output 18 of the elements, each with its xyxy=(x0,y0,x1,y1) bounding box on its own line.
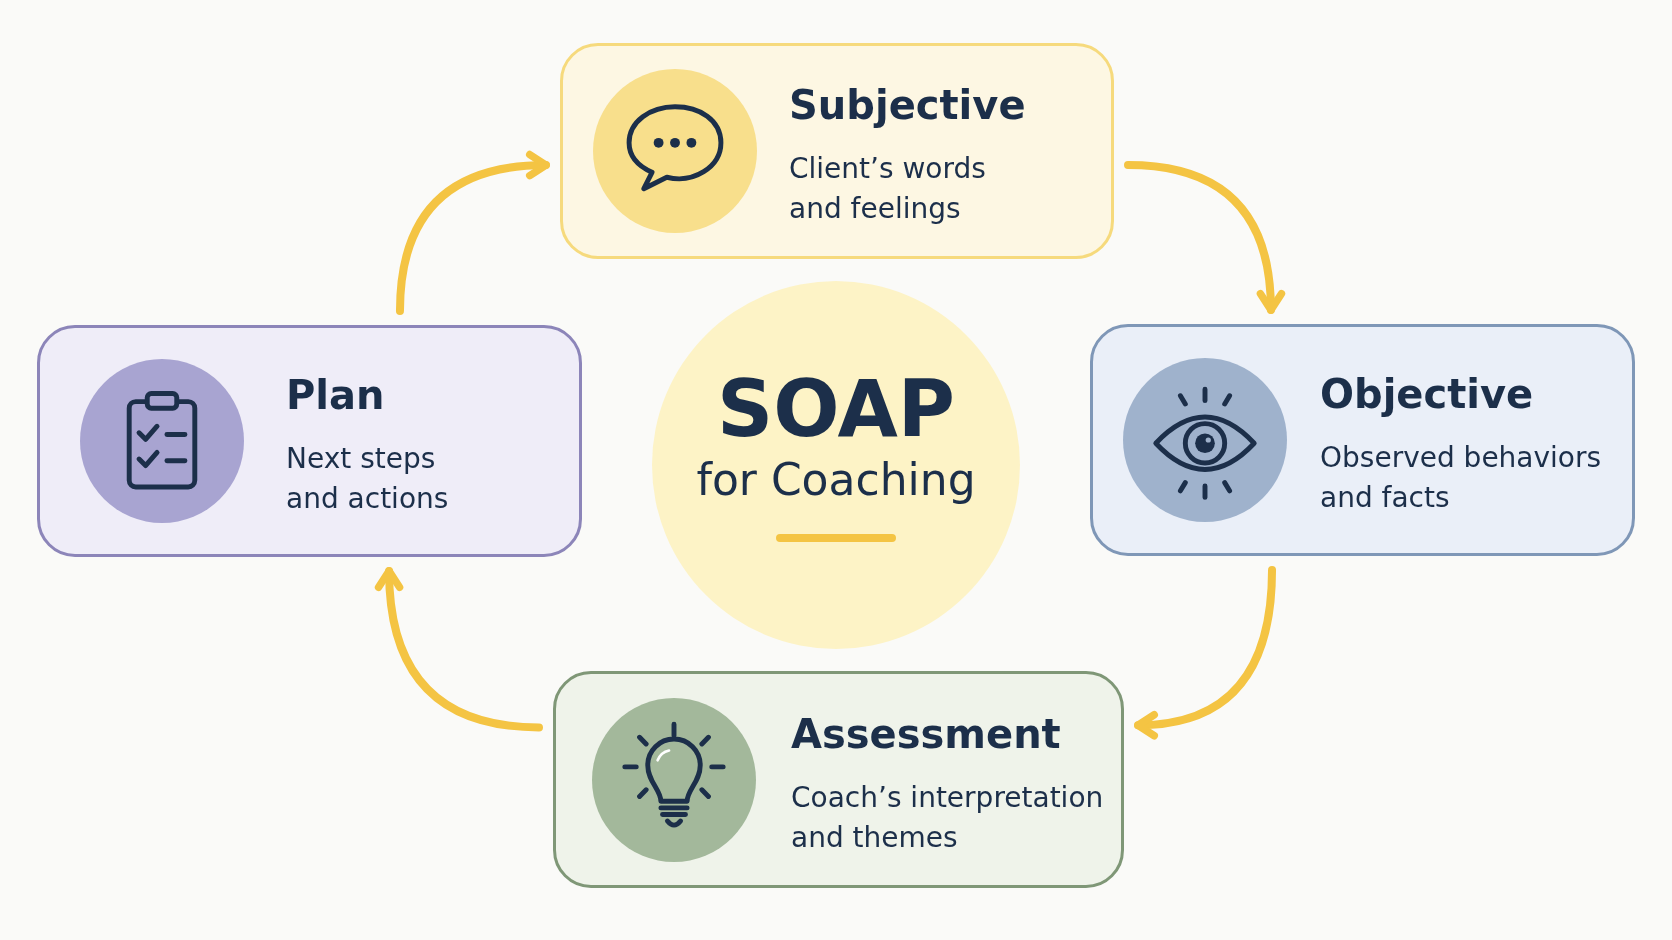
stage-card xyxy=(1090,324,1635,556)
cycle-arrow xyxy=(1124,161,1285,314)
stage-title: Objective xyxy=(1320,370,1534,418)
stage-card xyxy=(553,671,1124,888)
stage-description: Observed behaviors and facts xyxy=(1320,440,1603,516)
stage-description: Next steps and actions xyxy=(286,441,450,517)
cycle-arrow xyxy=(375,567,543,732)
stage-title: Plan xyxy=(286,371,385,419)
stage-card xyxy=(37,325,582,557)
hub-subtitle: for Coaching xyxy=(696,453,976,507)
stage-description: Coach’s interpretation and themes xyxy=(791,779,1105,856)
stage-title: Assessment xyxy=(791,709,1061,758)
stage-description: Client’s words and feelings xyxy=(789,151,987,227)
stage-card xyxy=(560,43,1114,259)
cycle-arrow xyxy=(395,151,550,315)
hub-title: SOAP xyxy=(717,366,955,452)
stage-title: Subjective xyxy=(789,81,1026,129)
cycle-arrow xyxy=(1134,566,1277,739)
